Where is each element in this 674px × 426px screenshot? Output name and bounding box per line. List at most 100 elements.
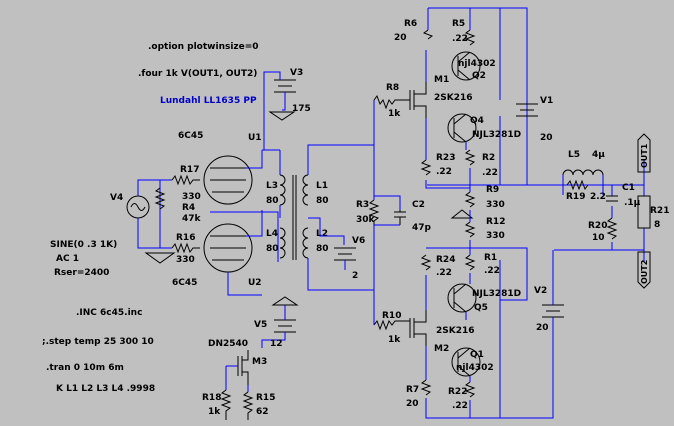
l5-name: L5	[568, 150, 580, 160]
tube-u2[interactable]	[203, 223, 253, 273]
v3-wires	[263, 71, 286, 150]
v2-name: V2	[534, 286, 547, 296]
mosfet-m2[interactable]	[409, 310, 427, 346]
r10-value: 1k	[388, 335, 401, 345]
r5-name: R5	[452, 19, 465, 29]
resistor-r18[interactable]	[220, 389, 232, 420]
bjt-q2[interactable]	[451, 51, 481, 81]
r18-value: 1k	[208, 407, 221, 417]
resistor-r3[interactable]	[368, 199, 380, 225]
resistor-r2[interactable]	[464, 149, 476, 166]
r3-c2-wires	[374, 195, 401, 226]
battery-v3[interactable]	[274, 79, 296, 93]
resistor-r9[interactable]	[464, 191, 476, 208]
resistor-r20[interactable]	[606, 217, 618, 240]
resistor-r10[interactable]	[373, 319, 410, 331]
l4-value: 80	[266, 244, 279, 254]
v3-value: 175	[292, 104, 311, 114]
r24-name: R24	[436, 255, 455, 265]
r18-name: R18	[202, 393, 221, 403]
v1-value: 20	[540, 133, 553, 143]
resistor-r24[interactable]	[420, 254, 432, 271]
tube-u1[interactable]	[203, 155, 253, 205]
resistor-r7[interactable]	[420, 379, 432, 396]
tube-wires	[210, 149, 280, 296]
resistor-r17[interactable]	[171, 174, 200, 186]
q2-name: Q2	[472, 71, 486, 81]
l2-name: L2	[316, 229, 328, 239]
q2-part: njl4302	[458, 59, 496, 69]
inductor-l5[interactable]	[562, 169, 604, 176]
source-v4[interactable]	[126, 195, 150, 219]
resistor-r19[interactable]	[566, 179, 589, 191]
r21-value: 8	[654, 220, 660, 230]
v6-name: V6	[352, 236, 365, 246]
r1-name: R1	[484, 253, 497, 263]
battery-v5[interactable]	[274, 319, 296, 333]
c1-value: .1µ	[624, 198, 641, 208]
r17-value: 330	[182, 192, 201, 202]
port-out1[interactable]: OUT1	[637, 133, 651, 173]
r22-value: .22	[452, 401, 468, 411]
c1-name: C1	[622, 183, 635, 193]
v4-ac: AC 1	[56, 254, 79, 264]
r15-name: R15	[256, 393, 275, 403]
port-out2[interactable]: OUT2	[637, 251, 651, 289]
resistor-r23[interactable]	[420, 159, 432, 176]
c2-name: C2	[412, 200, 425, 210]
battery-v2[interactable]	[542, 304, 564, 318]
input-wires	[137, 179, 172, 249]
r4-name: R4	[182, 203, 195, 213]
r16-name: R16	[176, 233, 195, 243]
ground-v4	[144, 252, 176, 264]
mosfet-m3[interactable]	[237, 350, 249, 385]
resistor-r12[interactable]	[464, 221, 476, 238]
q5-part: NJL3281D	[472, 289, 521, 299]
resistor-r15[interactable]	[242, 391, 254, 420]
r2-name: R2	[482, 153, 495, 163]
r3-name: R3	[356, 200, 369, 210]
l1-value: 80	[316, 196, 329, 206]
capacitor-c2[interactable]	[394, 210, 406, 225]
r8-value: 1k	[388, 109, 401, 119]
resistor-r21[interactable]	[637, 195, 651, 229]
ground-v5	[271, 296, 299, 306]
r12-name: R12	[486, 217, 505, 227]
q1-name: Q1	[470, 350, 484, 360]
mosfet-m1[interactable]	[409, 82, 427, 118]
r22-name: R22	[448, 387, 467, 397]
q4-name: Q4	[470, 116, 484, 126]
r24-value: .22	[436, 268, 452, 278]
r20-name: R20	[588, 221, 607, 231]
r23-value: .22	[436, 167, 452, 177]
resistor-r16[interactable]	[171, 242, 200, 254]
r19-name: R19	[566, 192, 585, 202]
bjt-q4[interactable]	[447, 113, 477, 143]
svg-text:OUT2: OUT2	[640, 260, 649, 284]
output-wires	[554, 160, 645, 262]
resistor-r8[interactable]	[373, 94, 410, 110]
l2-value: 80	[316, 244, 329, 254]
inductor-l3[interactable]	[279, 174, 286, 206]
resistors-r6-r5[interactable]	[422, 29, 476, 46]
resistor-r1[interactable]	[464, 254, 476, 271]
bjt-q1[interactable]	[451, 347, 481, 377]
r9-value: 330	[486, 200, 505, 210]
l3-value: 80	[266, 196, 279, 206]
r16-value: 330	[176, 255, 195, 265]
directive-title: Lundahl LL1635 PP	[160, 96, 257, 106]
transformer-wires	[279, 144, 375, 291]
capacitor-c1[interactable]	[606, 195, 618, 202]
inductor-l2[interactable]	[302, 227, 309, 259]
upper-stage-wires	[425, 116, 612, 248]
r8-name: R8	[386, 83, 399, 93]
inductor-l1[interactable]	[302, 174, 309, 206]
battery-v1[interactable]	[516, 103, 538, 117]
bjt-q5[interactable]	[447, 283, 477, 313]
resistor-r22[interactable]	[464, 381, 476, 398]
r5-value: .22	[452, 34, 468, 44]
battery-v6[interactable]	[334, 247, 356, 261]
inductor-l4[interactable]	[279, 227, 286, 259]
resistor-r4[interactable]	[154, 187, 166, 210]
